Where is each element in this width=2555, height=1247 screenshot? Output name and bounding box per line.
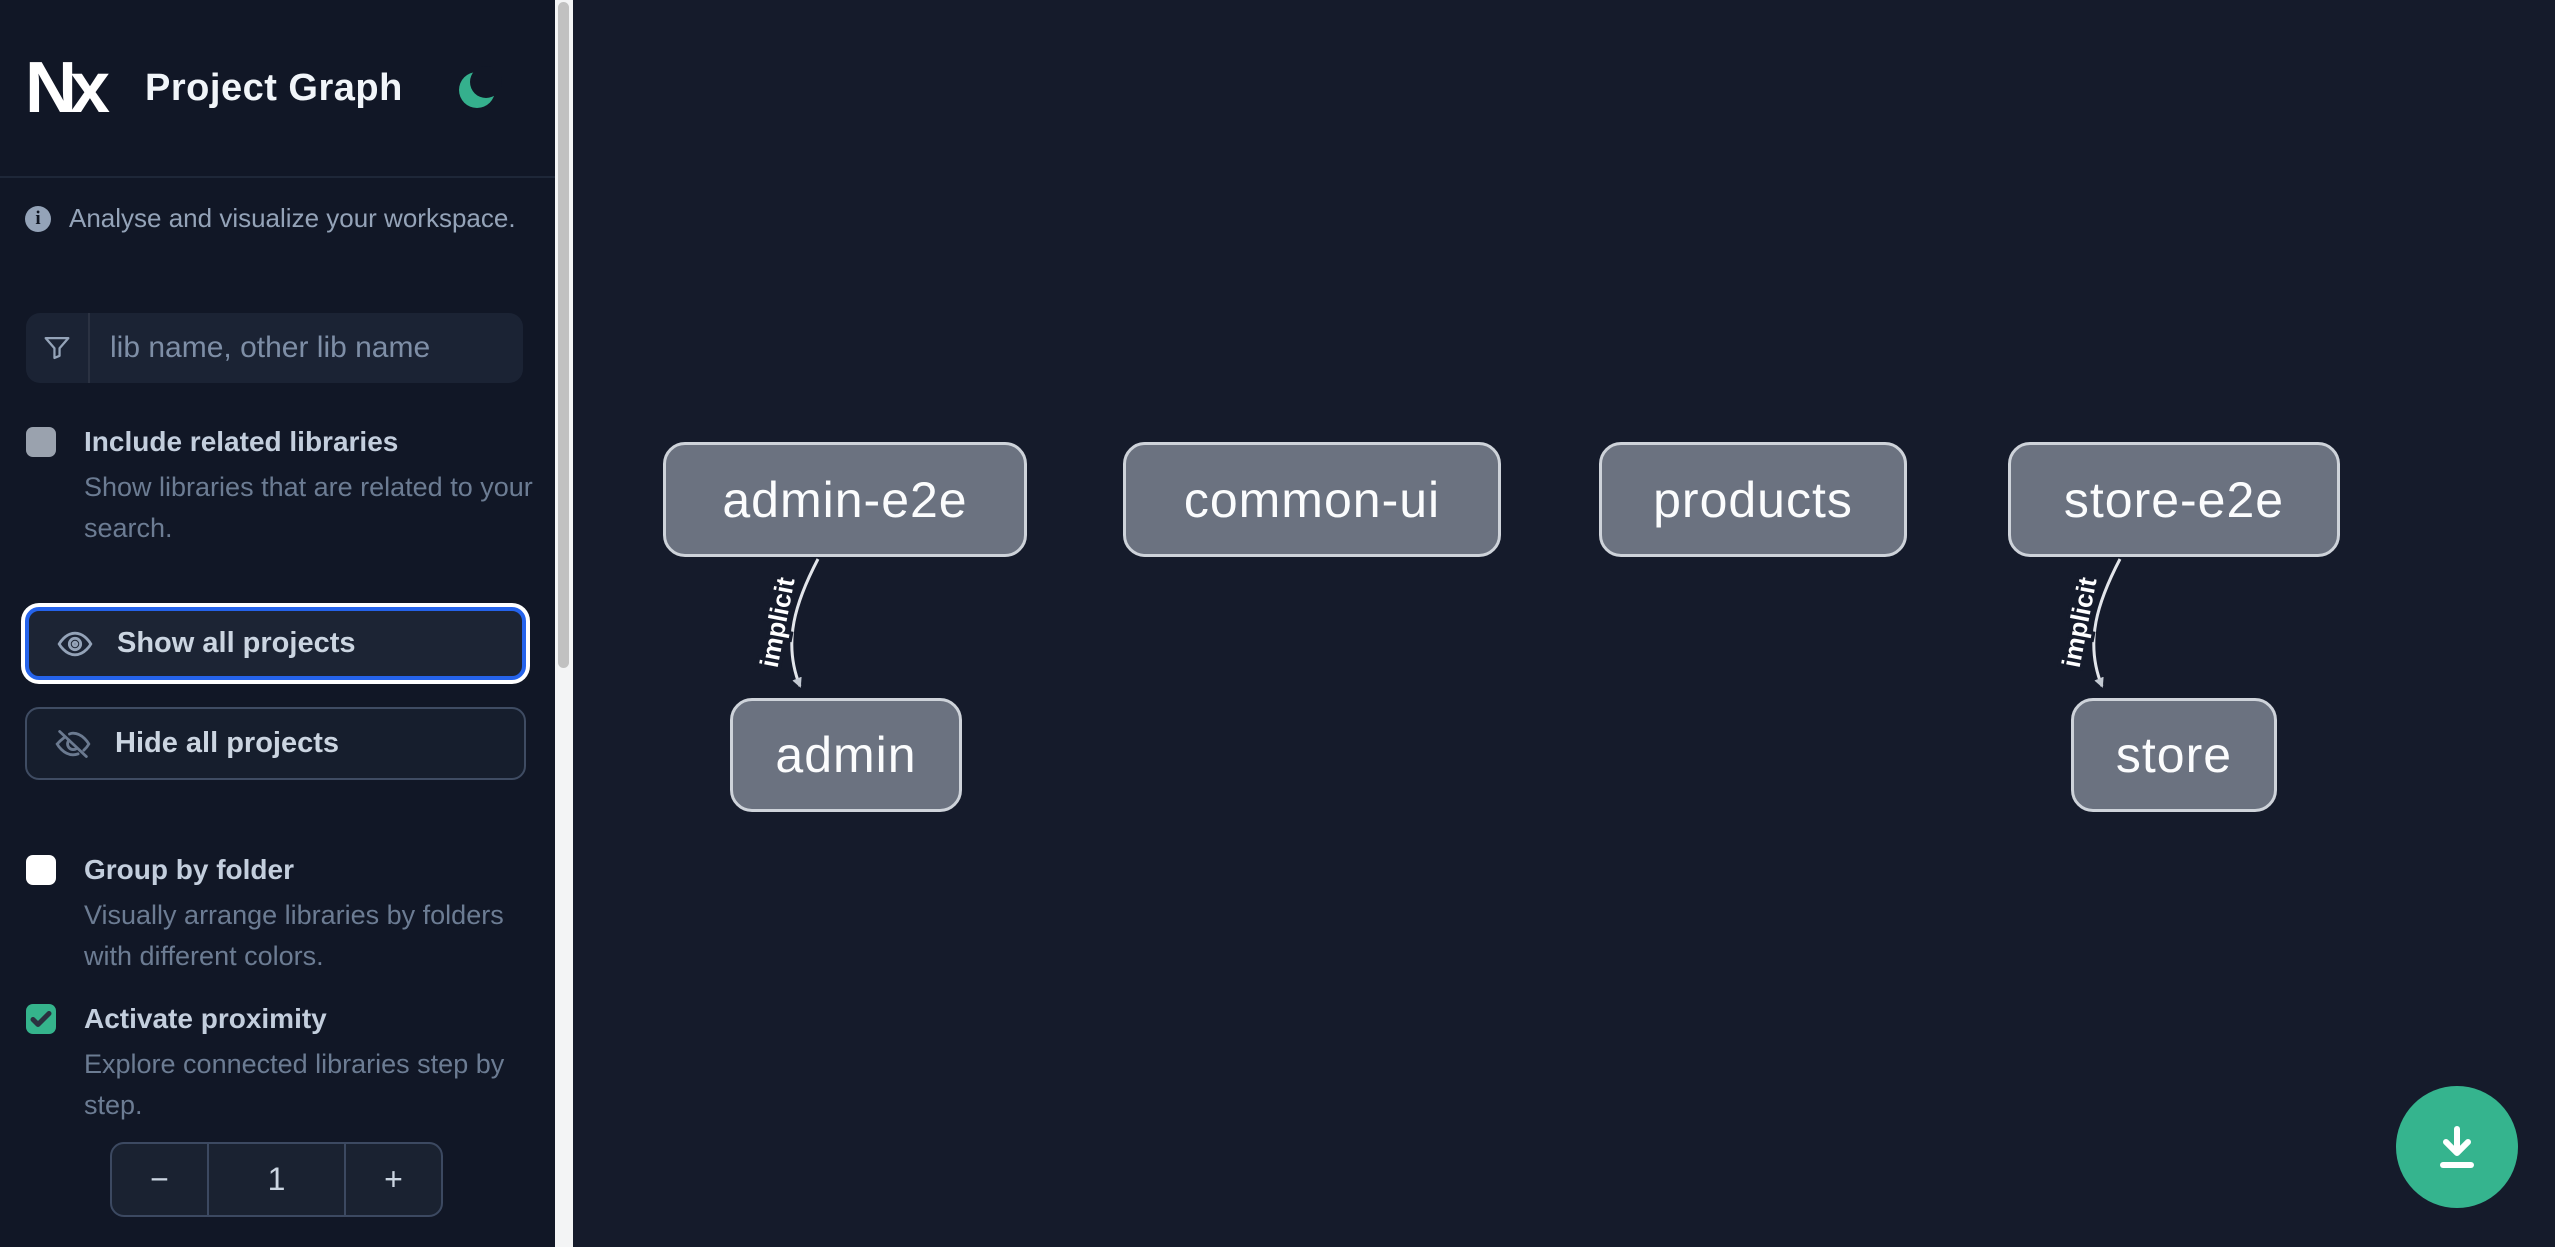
stepper-value: 1 bbox=[267, 1161, 286, 1197]
graph-node-store-e2e[interactable]: store-e2e bbox=[2008, 442, 2340, 557]
show-all-projects-button[interactable]: Show all projects bbox=[25, 607, 526, 680]
sidebar-scrollbar-track[interactable] bbox=[555, 0, 573, 1247]
graph-node-store[interactable]: store bbox=[2071, 698, 2277, 812]
option-description: Show libraries that are related to your … bbox=[84, 472, 533, 543]
eye-icon bbox=[57, 631, 93, 656]
checkmark-icon bbox=[30, 1011, 52, 1027]
option-label[interactable]: Group by folder bbox=[84, 854, 294, 885]
increment-button[interactable]: + bbox=[344, 1144, 441, 1215]
button-label: Hide all projects bbox=[115, 727, 340, 759]
hide-all-projects-button[interactable]: Hide all projects bbox=[25, 707, 526, 780]
include-related-checkbox[interactable] bbox=[26, 427, 56, 457]
decrement-button[interactable]: − bbox=[112, 1144, 209, 1215]
activate-proximity-checkbox[interactable] bbox=[26, 1004, 56, 1034]
moon-icon bbox=[459, 66, 502, 108]
option-label[interactable]: Include related libraries bbox=[84, 426, 399, 457]
download-graph-button[interactable] bbox=[2396, 1086, 2518, 1208]
option-activate-proximity: Activate proximity Explore connected lib… bbox=[26, 1002, 531, 1126]
dark-mode-toggle[interactable] bbox=[455, 64, 503, 112]
proximity-stepper: − 1 + bbox=[110, 1142, 443, 1217]
search-input[interactable] bbox=[90, 313, 523, 383]
nx-logo: Nx bbox=[25, 48, 110, 128]
filter-icon bbox=[26, 313, 90, 383]
option-include-related: Include related libraries Show libraries… bbox=[26, 425, 533, 549]
page-title: Project Graph bbox=[145, 66, 403, 109]
graph-node-common-ui[interactable]: common-ui bbox=[1123, 442, 1501, 557]
option-description: Visually arrange libraries by folders wi… bbox=[84, 900, 504, 971]
group-by-folder-checkbox[interactable] bbox=[26, 855, 56, 885]
option-group-by-folder: Group by folder Visually arrange librari… bbox=[26, 853, 531, 977]
download-icon bbox=[2440, 1126, 2474, 1168]
option-label[interactable]: Activate proximity bbox=[84, 1003, 327, 1034]
sidebar: Nx Project Graph i Analyse and visualize… bbox=[0, 0, 555, 1247]
graph-edge-store-e2e-store[interactable] bbox=[2092, 558, 2122, 688]
graph-node-admin[interactable]: admin bbox=[730, 698, 962, 812]
tagline-row: i Analyse and visualize your workspace. bbox=[25, 203, 530, 234]
sidebar-scrollbar-thumb[interactable] bbox=[558, 2, 569, 668]
graph-node-products[interactable]: products bbox=[1599, 442, 1907, 557]
button-label: Show all projects bbox=[117, 627, 356, 659]
search-box bbox=[26, 313, 523, 383]
option-description: Explore connected libraries step by step… bbox=[84, 1049, 505, 1120]
sidebar-header: Nx Project Graph bbox=[0, 0, 555, 178]
info-icon: i bbox=[25, 205, 51, 232]
eye-off-icon bbox=[55, 729, 91, 758]
tagline-text: Analyse and visualize your workspace. bbox=[69, 203, 516, 233]
graph-edge-admin-e2e-admin[interactable] bbox=[790, 558, 820, 688]
graph-node-admin-e2e[interactable]: admin-e2e bbox=[663, 442, 1027, 557]
